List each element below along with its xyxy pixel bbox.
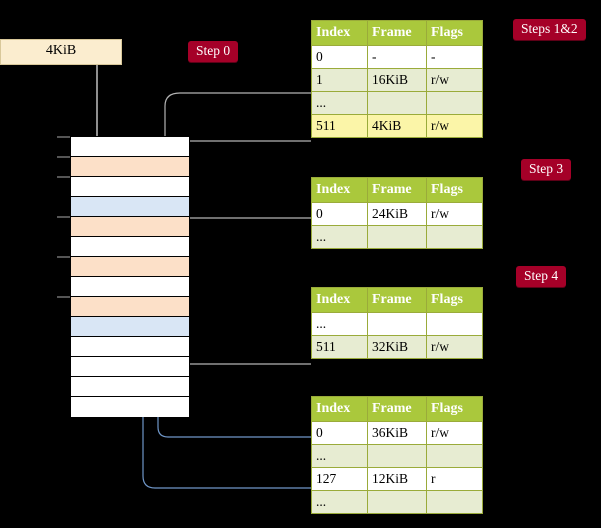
column-header-flags: Flags [426, 396, 483, 422]
table-cell-flags [426, 444, 483, 468]
memory-row [71, 197, 189, 217]
memory-tick [57, 296, 70, 298]
memory-row [71, 237, 189, 257]
table-cell-flags [426, 225, 483, 249]
step-badge-steps12: Steps 1&2 [513, 19, 586, 40]
column-header-index: Index [311, 396, 368, 422]
table-cell-frame: 32KiB [367, 335, 427, 359]
table-cell-flags: - [426, 45, 483, 69]
table-cell-index: ... [311, 91, 368, 115]
memory-row [71, 157, 189, 177]
table-row: 0-- [311, 45, 483, 69]
table-cell-frame [367, 225, 427, 249]
column-header-flags: Flags [426, 20, 483, 46]
table-row: ... [311, 312, 483, 336]
column-header-flags: Flags [426, 287, 483, 313]
table-cell-frame: 24KiB [367, 202, 427, 226]
memory-row [71, 257, 189, 277]
source-frame-box: 4KiB [0, 39, 122, 65]
memory-column [70, 136, 190, 417]
table-cell-flags: r/w [426, 202, 483, 226]
table-cell-index: 511 [311, 114, 368, 138]
table-cell-index: 0 [311, 202, 368, 226]
table-cell-frame: 12KiB [367, 467, 427, 491]
memory-tick [57, 216, 70, 218]
table-cell-flags: r/w [426, 68, 483, 92]
table-cell-frame [367, 312, 427, 336]
table-cell-index: ... [311, 312, 368, 336]
memory-row [71, 357, 189, 377]
table-cell-flags [426, 312, 483, 336]
table-cell-index: 511 [311, 335, 368, 359]
table-cell-flags: r/w [426, 421, 483, 445]
column-header-frame: Frame [367, 20, 427, 46]
table-row: ... [311, 490, 483, 514]
table-cell-frame: - [367, 45, 427, 69]
step-badge-step4: Step 4 [516, 266, 567, 287]
table-cell-index: 0 [311, 45, 368, 69]
source-frame-label: 4KiB [45, 43, 77, 58]
table-cell-flags [426, 91, 483, 115]
column-header-frame: Frame [367, 396, 427, 422]
step-badge-step0: Step 0 [188, 41, 239, 62]
table-cell-flags [426, 490, 483, 514]
memory-tick [57, 156, 70, 158]
memory-row [71, 317, 189, 337]
memory-row [71, 217, 189, 237]
table-cell-index: 127 [311, 467, 368, 491]
table-cell-index: ... [311, 490, 368, 514]
column-header-frame: Frame [367, 287, 427, 313]
table-cell-index: ... [311, 444, 368, 468]
memory-row [71, 297, 189, 317]
memory-row [71, 377, 189, 397]
column-header-index: Index [311, 287, 368, 313]
column-header-frame: Frame [367, 177, 427, 203]
table-cell-frame: 4KiB [367, 114, 427, 138]
table-cell-index: 1 [311, 68, 368, 92]
table-cell-frame [367, 490, 427, 514]
memory-tick [57, 176, 70, 178]
table-row: ... [311, 225, 483, 249]
column-header-flags: Flags [426, 177, 483, 203]
memory-row [71, 337, 189, 357]
memory-tick [57, 136, 70, 138]
table-cell-frame: 16KiB [367, 68, 427, 92]
step-badge-step3: Step 3 [521, 159, 572, 180]
column-header-index: Index [311, 20, 368, 46]
table-cell-flags: r/w [426, 335, 483, 359]
memory-row [71, 137, 189, 157]
table-row: ... [311, 444, 483, 468]
column-header-index: Index [311, 177, 368, 203]
table-cell-index: 0 [311, 421, 368, 445]
memory-row [71, 277, 189, 297]
table-cell-frame [367, 91, 427, 115]
table-cell-index: ... [311, 225, 368, 249]
table-cell-frame: 36KiB [367, 421, 427, 445]
table-row: ... [311, 91, 483, 115]
memory-row [71, 177, 189, 197]
table-cell-flags: r [426, 467, 483, 491]
memory-tick [57, 256, 70, 258]
memory-row [71, 397, 189, 417]
table-cell-flags: r/w [426, 114, 483, 138]
table-cell-frame [367, 444, 427, 468]
